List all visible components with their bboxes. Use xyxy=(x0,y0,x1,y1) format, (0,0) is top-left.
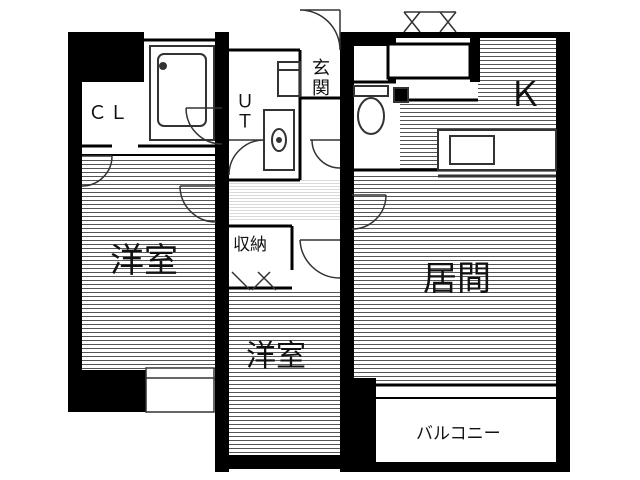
toilet xyxy=(353,85,409,135)
windows xyxy=(145,367,215,413)
kitchen-label: Ｋ xyxy=(508,75,542,115)
living-room-label: 居間 xyxy=(423,259,491,299)
kitchen-counter xyxy=(437,129,557,178)
door-swings xyxy=(81,9,457,291)
floor-hatching xyxy=(82,40,559,464)
balcony-label: バルコニー xyxy=(416,424,501,444)
bathtub xyxy=(149,45,215,141)
storage-label: 収納 xyxy=(233,235,267,255)
shoe-box xyxy=(277,61,301,97)
western-room-1-label: 洋室 xyxy=(110,241,178,281)
western-room-2-label: 洋室 xyxy=(246,339,306,374)
wash-basin xyxy=(263,109,295,171)
fridge-space xyxy=(386,42,472,80)
closet-label: ＣＬ xyxy=(88,102,131,124)
entrance-label: 玄関 xyxy=(309,58,330,98)
utility-label: ＵＴ xyxy=(233,92,254,132)
exterior-walls xyxy=(68,32,570,472)
interior-walls xyxy=(82,38,556,399)
